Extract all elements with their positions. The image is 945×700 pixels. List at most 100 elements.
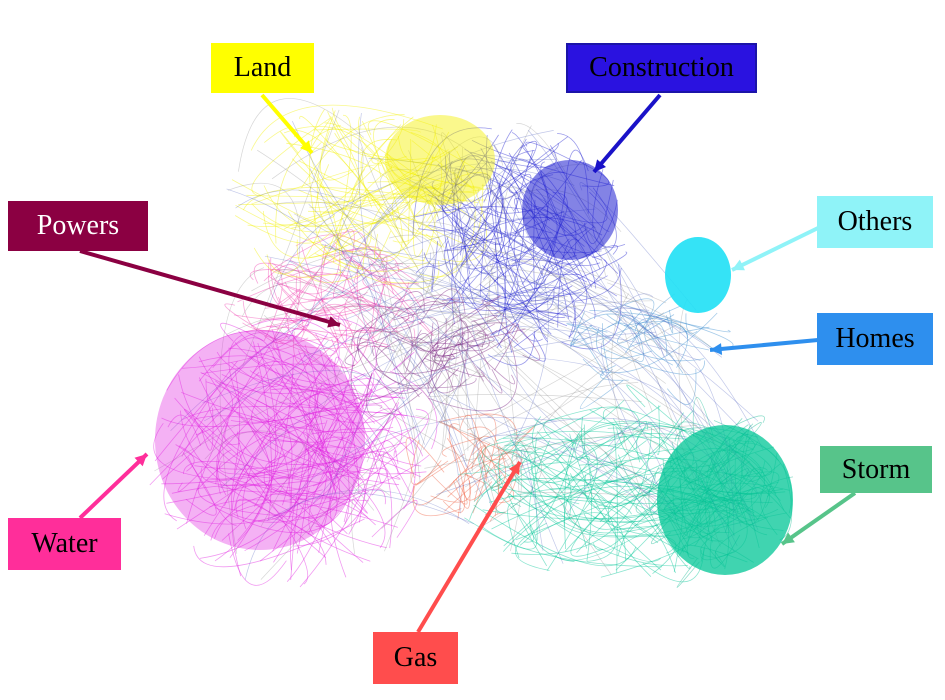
edge-cons xyxy=(427,194,587,283)
edge-land xyxy=(234,215,334,244)
edge-homes xyxy=(600,347,706,375)
edge-water xyxy=(197,484,313,519)
edge-cross xyxy=(381,373,447,529)
edge-cons xyxy=(442,160,461,301)
gas-label: Gas xyxy=(373,632,458,684)
edge-water xyxy=(215,386,267,485)
edge-cross xyxy=(457,296,568,462)
edge-land xyxy=(339,166,393,243)
edge-cons xyxy=(437,173,491,203)
edge-powers xyxy=(465,332,495,348)
edge-cross xyxy=(611,293,649,508)
edge-powers xyxy=(415,323,516,352)
edge-water xyxy=(198,332,281,382)
edge-water xyxy=(198,356,427,475)
edge-powers xyxy=(521,330,541,361)
edge-storm xyxy=(496,406,641,442)
edge-water xyxy=(198,377,364,563)
edge-gas xyxy=(415,453,465,486)
edge-gas xyxy=(463,473,486,484)
edge-land xyxy=(374,230,392,260)
edge-cross xyxy=(257,149,686,533)
edge-land xyxy=(331,107,481,188)
edge-gas xyxy=(441,437,483,457)
edge-cons xyxy=(431,181,553,234)
edge-land xyxy=(364,191,381,206)
edge-water xyxy=(182,452,217,516)
edge-cons xyxy=(493,145,576,338)
edge-homes xyxy=(685,313,698,334)
edge-land xyxy=(283,126,376,154)
edge-water xyxy=(201,407,214,451)
edge-water xyxy=(303,413,341,519)
edge-water xyxy=(252,475,309,585)
edge-water xyxy=(199,386,347,559)
edge-gas xyxy=(430,437,472,503)
edge-land xyxy=(367,120,476,169)
edge-powers xyxy=(432,330,486,348)
edge-land xyxy=(373,119,405,202)
edge-storm xyxy=(469,461,573,520)
edge-storm xyxy=(569,433,652,577)
edge-storm xyxy=(473,504,637,567)
edge-cons xyxy=(481,267,555,312)
edge-storm2 xyxy=(676,558,700,588)
others-cluster xyxy=(665,237,731,313)
edge-cons xyxy=(501,286,543,342)
edge-water xyxy=(291,328,331,371)
edge-water xyxy=(231,388,334,512)
edge-cross xyxy=(373,230,421,483)
edge-water xyxy=(235,498,327,558)
edge-land xyxy=(231,179,425,262)
edge-water xyxy=(252,345,411,494)
edge-cross xyxy=(424,425,697,469)
edge-water2 xyxy=(263,264,301,319)
edge-water xyxy=(171,484,369,518)
edge-gas xyxy=(448,458,507,489)
edge-cross xyxy=(251,253,389,292)
edge-homes xyxy=(629,309,645,362)
edge-cons xyxy=(479,129,513,298)
edge-land xyxy=(373,172,493,225)
edge-water xyxy=(353,375,403,457)
edge-water xyxy=(193,518,365,568)
edge-storm xyxy=(613,418,655,478)
edge-gas xyxy=(483,425,536,477)
edge-cross xyxy=(498,277,667,384)
edge-land xyxy=(334,132,441,161)
edge-water xyxy=(181,392,394,433)
edge-powers xyxy=(443,323,495,357)
edge-water xyxy=(294,436,363,460)
edge-water xyxy=(315,333,360,494)
edge-water xyxy=(234,342,382,386)
edge-cons xyxy=(444,240,547,322)
edge-cross xyxy=(510,324,677,485)
edge-water2 xyxy=(270,257,391,347)
edge-cross xyxy=(226,305,596,350)
edge-storm xyxy=(515,522,550,571)
edge-water2 xyxy=(269,231,366,272)
edge-water xyxy=(358,440,397,523)
edge-powers xyxy=(392,336,455,360)
edge-homes xyxy=(566,323,608,333)
edge-cross xyxy=(503,250,673,493)
edge-water2 xyxy=(295,234,423,309)
edge-cross xyxy=(624,334,653,412)
edge-water2 xyxy=(322,246,381,280)
edge-cross xyxy=(425,356,640,506)
edge-water xyxy=(184,408,240,457)
edge-homes xyxy=(570,319,622,345)
edge-storm xyxy=(509,438,627,482)
edge-cross xyxy=(388,331,449,424)
edge-water xyxy=(309,401,404,502)
edge-land xyxy=(292,129,407,246)
edge-water xyxy=(265,455,322,484)
edge-land xyxy=(299,160,468,246)
edge-land xyxy=(263,185,355,227)
edge-powers xyxy=(457,342,485,382)
edge-powers xyxy=(434,326,463,362)
edge-water xyxy=(233,371,241,474)
edge-land xyxy=(242,187,416,211)
edge-gas xyxy=(431,474,468,505)
edge-cross xyxy=(528,262,674,358)
